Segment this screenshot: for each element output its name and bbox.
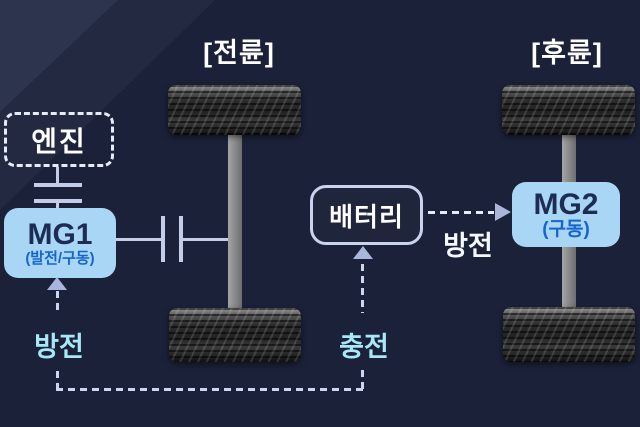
rear-bottom-tire [503,307,635,362]
engine-box: 엔진 [4,112,114,167]
engine-label: 엔진 [31,125,87,157]
engine-clutch-bar-top [34,183,82,187]
battery-box: 배터리 [310,185,423,245]
battery-arrowhead-icon [353,246,373,259]
engine-clutch-bar-bottom [34,199,82,203]
front-axle-shaft [228,133,242,310]
engine-clutch-stem-top [56,167,59,183]
engine-clutch-stem-bottom [56,203,59,209]
charge-dash-bottom [361,370,364,389]
battery-to-mg2-dashed-line [428,211,494,214]
mg1-clutch-line-right [183,238,228,241]
battery-charge-label: 충전 [339,332,389,362]
mg2-subtitle: (구동) [542,219,590,241]
front-bottom-tire [169,308,301,362]
mg1-clutch-bar-left [161,216,165,262]
rear-axle-label: [후륜] [531,38,603,68]
mg2-title: MG2 [533,187,599,221]
mg1-title: MG1 [27,218,93,252]
mg1-arrowhead-icon [47,277,67,290]
mg1-clutch-bar-right [179,216,183,262]
mg1-discharge-dash-top [56,291,59,315]
mg2-box: MG2 (구동) [512,182,620,247]
mg1-box: MG1 (발전/구동) [4,208,116,278]
front-top-tire [168,85,301,135]
charge-dash-top [361,264,364,313]
rear-top-tire [502,85,635,135]
mg1-clutch-line-left [116,238,161,241]
battery-label: 배터리 [329,201,404,232]
battery-to-mg2-arrowhead-icon [495,203,511,221]
mg1-discharge-label: 방전 [34,332,84,362]
front-axle-label: [전륜] [203,38,275,68]
mg1-subtitle: (발전/구동) [25,249,95,267]
battery-discharge-label: 방전 [443,231,493,261]
mg1-discharge-dash-bottom [56,371,59,390]
bottom-dashed-connector [56,388,364,391]
